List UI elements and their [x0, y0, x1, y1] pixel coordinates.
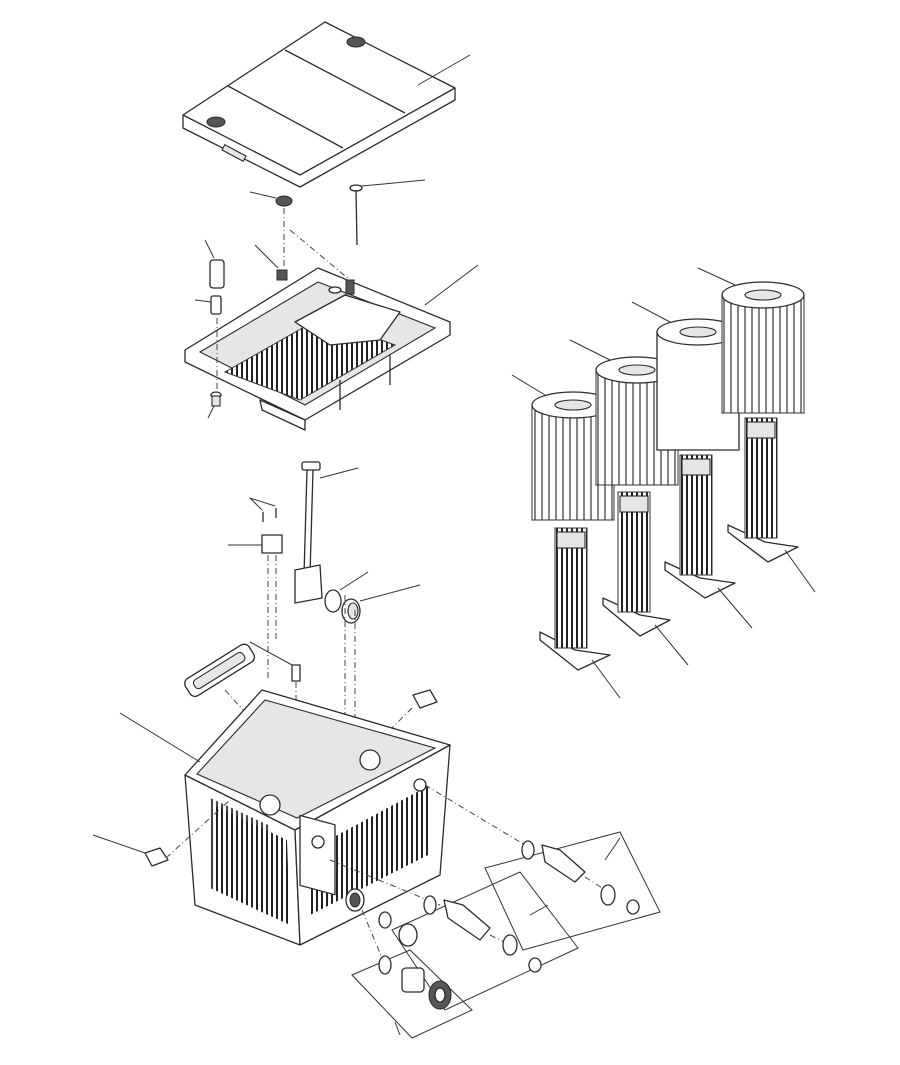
cap-part — [254, 244, 288, 281]
filter-tray — [184, 264, 479, 431]
filter-lid — [182, 21, 456, 188]
sponge-holder-grid-3 — [664, 454, 753, 629]
bracket-part — [228, 534, 283, 680]
lid-hole-icon — [346, 36, 366, 48]
hose-connector-set-2 — [329, 859, 579, 1011]
lid-hole-icon — [206, 116, 226, 128]
valve-part — [194, 239, 225, 419]
filter-box — [119, 689, 451, 946]
cleaning-lever — [294, 461, 359, 604]
side-clip — [92, 799, 231, 867]
hose-connector-set-1 — [424, 784, 661, 951]
rod-part — [349, 179, 426, 246]
hose-connector-set-3 — [351, 909, 473, 1039]
knob-part — [249, 191, 293, 207]
filter-sponge-3 — [697, 267, 805, 414]
sponge-holder-grid-2 — [602, 491, 689, 666]
sponge-holder-grid-4 — [727, 417, 816, 593]
seal-rings — [324, 571, 421, 624]
leader-line — [417, 54, 471, 86]
screws — [249, 497, 277, 522]
sponge-holder-grid-1 — [539, 527, 621, 699]
